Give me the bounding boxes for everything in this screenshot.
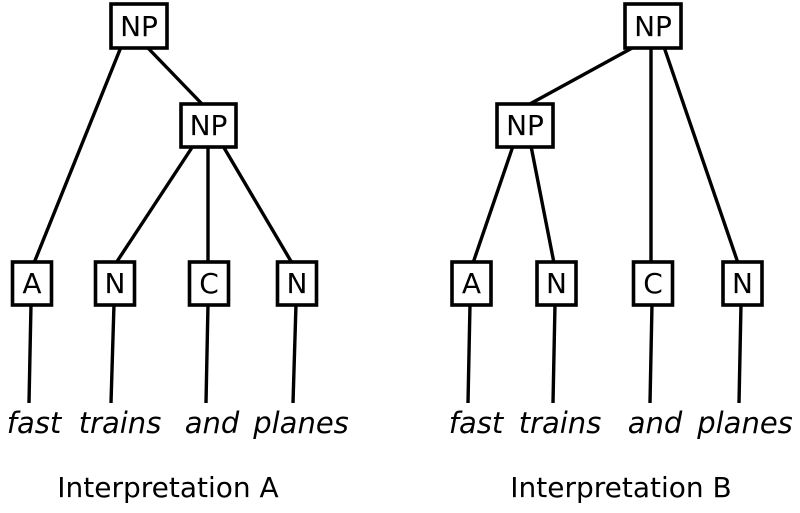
tree-b-leaf-n2-box [721, 260, 764, 307]
stem-b-C-and [648, 303, 654, 404]
tree-b-leaf-n1-label: N [546, 267, 567, 300]
tree-a-root-np-box [109, 2, 169, 50]
stem-b-A-fast [466, 303, 472, 404]
tree-b-leaf-n2-label: N [732, 267, 753, 300]
tree-a-leaf-c-box [187, 260, 231, 307]
tree-b-leaf-a-label: A [462, 267, 481, 300]
tree-b-word-fast: fast [449, 406, 505, 440]
edge-a-innerNP-to-N1 [114, 145, 195, 264]
tree-b-word-planes: planes [696, 406, 793, 440]
tree-a-word-and: and [185, 406, 240, 440]
stem-a-N-trains [109, 303, 116, 404]
tree-a-word-planes: planes [252, 406, 349, 440]
tree-a-word-trains: trains [79, 406, 162, 440]
tree-interpretation-b: NP NP A N C N fast trains and planes Int… [449, 2, 793, 504]
tree-b-leaf-c-box [631, 260, 675, 307]
tree-b-caption: Interpretation B [510, 471, 732, 504]
tree-a-leaf-n2-box [275, 260, 319, 307]
stem-a-A-fast [27, 303, 33, 404]
tree-b-root-np-box [623, 2, 683, 50]
edge-a-root-to-A [32, 46, 123, 264]
tree-a-caption: Interpretation A [57, 471, 278, 504]
stem-b-N-trains [551, 303, 557, 404]
stem-a-C-and [204, 303, 210, 404]
tree-a-leaf-c-label: C [199, 267, 219, 300]
tree-b-leaf-n1-box [535, 260, 578, 307]
tree-a-inner-np-label: NP [190, 109, 228, 142]
tree-b-root-np-label: NP [634, 10, 672, 43]
tree-b-leaf-c-label: C [643, 267, 663, 300]
stem-a-N-planes [291, 303, 298, 404]
tree-a-leaf-n1-box [93, 260, 137, 307]
stem-b-N-planes [737, 303, 743, 404]
tree-a-leaf-n1-label: N [105, 267, 126, 300]
edge-b-innerNP-to-N1 [529, 145, 556, 264]
tree-b-inner-np-box [495, 102, 555, 149]
tree-a-root-np-label: NP [120, 10, 158, 43]
edge-a-root-to-innerNP [145, 45, 205, 107]
edge-b-root-to-N2 [662, 46, 740, 264]
tree-a-inner-np-box [179, 102, 238, 149]
tree-b-leaf-a-box [450, 260, 493, 307]
tree-a-word-fast: fast [7, 406, 63, 440]
tree-b-word-trains: trains [519, 406, 602, 440]
tree-b-inner-np-label: NP [506, 109, 544, 142]
edge-b-root-to-innerNP [527, 45, 635, 107]
tree-a-leaf-a-label: A [22, 267, 41, 300]
tree-a-leaf-n2-label: N [287, 267, 308, 300]
tree-a-leaf-a-box [10, 260, 54, 307]
tree-interpretation-a: NP NP A N C N fast trains and planes Int… [7, 2, 349, 504]
tree-b-word-and: and [628, 406, 683, 440]
edge-b-innerNP-to-A [471, 145, 515, 264]
edge-a-innerNP-to-N2 [221, 145, 294, 264]
